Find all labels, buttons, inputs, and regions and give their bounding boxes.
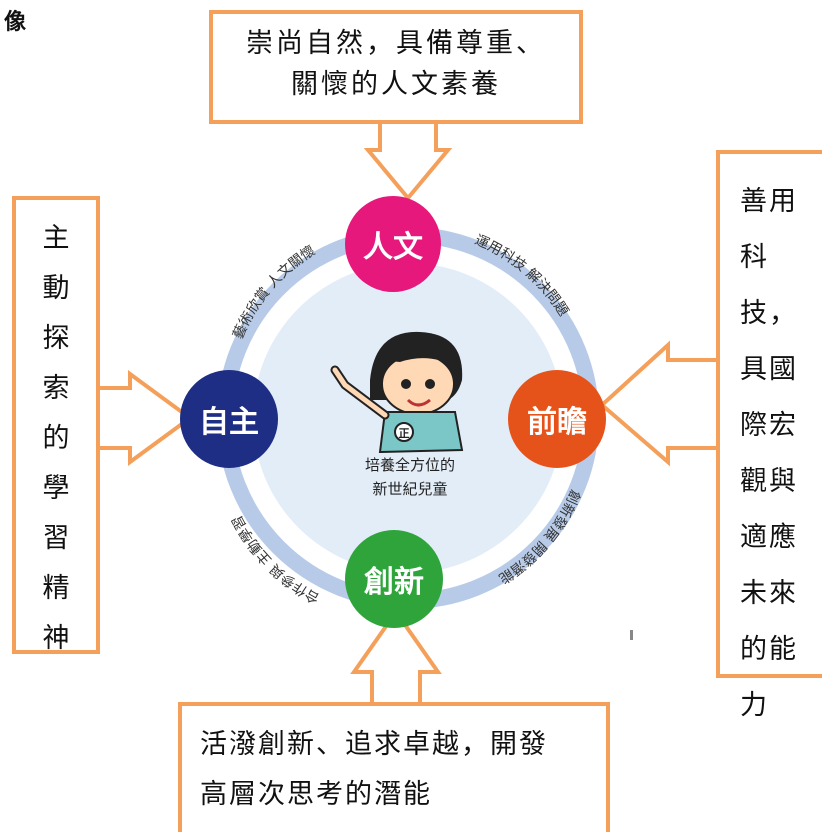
left-callout-char: 神	[42, 623, 70, 654]
top-callout-line-2: 關懷的人文素養	[291, 68, 501, 100]
right-callout-line: 技，	[740, 298, 798, 329]
node-innovation-label: 創新	[364, 565, 424, 600]
center-caption-line-2: 新世紀兒童	[372, 480, 448, 498]
small-mark	[630, 630, 633, 640]
right-callout-line: 際宏	[740, 410, 798, 441]
node-autonomy: 自主	[180, 370, 278, 468]
arrow-top	[363, 122, 453, 202]
right-callout-line: 的能	[740, 634, 798, 665]
top-callout-box: 崇尚自然，具備尊重、 關懷的人文素養	[209, 10, 583, 124]
right-callout-line: 善用	[740, 186, 798, 217]
right-callout-line: 適應	[740, 522, 798, 553]
node-innovation: 創新	[345, 530, 443, 628]
top-callout-line-1: 崇尚自然，具備尊重、	[246, 28, 546, 59]
page-heading-fragment: 像	[4, 10, 27, 35]
center-caption: 培養全方位的 新世紀兒童	[320, 453, 500, 501]
node-foresight: 前瞻	[508, 370, 606, 468]
node-foresight-label: 前瞻	[527, 405, 587, 440]
node-humanities-label: 人文	[363, 230, 423, 265]
bottom-callout-line-1: 活潑創新、追求卓越，開發	[200, 729, 548, 760]
center-caption-line-1: 培養全方位的	[364, 456, 455, 474]
right-callout-line: 觀與	[740, 466, 798, 497]
right-callout-box: 善用 科 技， 具國 際宏 觀與 適應 未來 的能 力	[716, 150, 822, 721]
node-autonomy-label: 自主	[199, 405, 259, 440]
right-callout-line: 未來	[740, 578, 798, 609]
left-callout-box: 主 動 探 索 的 學 習 精 神	[12, 196, 100, 654]
left-callout-char: 索	[42, 373, 70, 404]
left-callout-char: 主	[42, 223, 70, 254]
left-callout-char: 動	[42, 273, 70, 304]
left-callout-char: 精	[42, 573, 70, 604]
right-callout-line: 力	[740, 690, 769, 721]
arrow-left	[100, 370, 194, 466]
arrow-right	[598, 340, 718, 467]
bottom-callout-box: 活潑創新、追求卓越，開發 高層次思考的潛能	[178, 702, 610, 832]
right-callout-line: 科	[740, 242, 769, 273]
left-callout-char: 學	[42, 473, 70, 504]
left-callout-char: 探	[42, 323, 70, 354]
mascot-illustration: 正	[330, 331, 464, 454]
right-callout-line: 具國	[740, 354, 798, 385]
left-callout-char: 習	[42, 523, 70, 554]
node-humanities: 人文	[345, 196, 441, 292]
left-callout-char: 的	[42, 423, 70, 454]
bottom-callout-line-2: 高層次思考的潛能	[200, 779, 432, 810]
mascot-badge: 正	[399, 427, 410, 440]
